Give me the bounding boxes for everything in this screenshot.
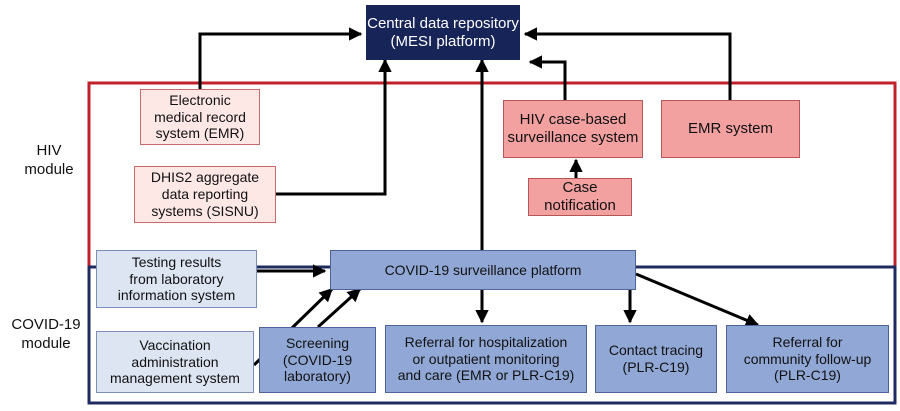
arrow-emr-system-to-central [523, 27, 732, 100]
referral-community-box: Referral for community follow-up (PLR-C1… [726, 325, 889, 393]
vaccination-management-box: Vaccination administration management sy… [96, 331, 254, 393]
contact-tracing-box: Contact tracing (PLR-C19) [595, 325, 717, 393]
arrow-hiv-case-to-central [528, 55, 567, 100]
case-notification-box: Case notification [528, 178, 632, 216]
hiv-module-label: HIV module [24, 142, 74, 178]
dhis2-aggregate-box: DHIS2 aggregate data reporting systems (… [134, 166, 276, 223]
hiv-case-surveillance-box: HIV case-based surveillance system [503, 100, 643, 158]
central-data-repository: Central data repository (MESI platform) [366, 5, 520, 60]
emr-system-box: EMR system [661, 100, 800, 158]
arrow-dhis2-to-central [276, 58, 392, 196]
covid-module-label: COVID-19 module [11, 316, 81, 352]
testing-results-box: Testing results from laboratory informat… [96, 250, 257, 308]
covid-surveillance-platform-box: COVID-19 surveillance platform [330, 250, 636, 290]
arrow-emr-to-central [198, 27, 363, 90]
electronic-medical-record-box: Electronic medical record system (EMR) [140, 89, 260, 145]
referral-hospitalization-box: Referral for hospitalization or outpatie… [385, 325, 587, 393]
arrow-screening-to-covid-platform [316, 287, 362, 329]
arrow-covid-platform-to-referral-community [635, 272, 760, 327]
screening-box: Screening (COVID-19 laboratory) [259, 327, 376, 393]
